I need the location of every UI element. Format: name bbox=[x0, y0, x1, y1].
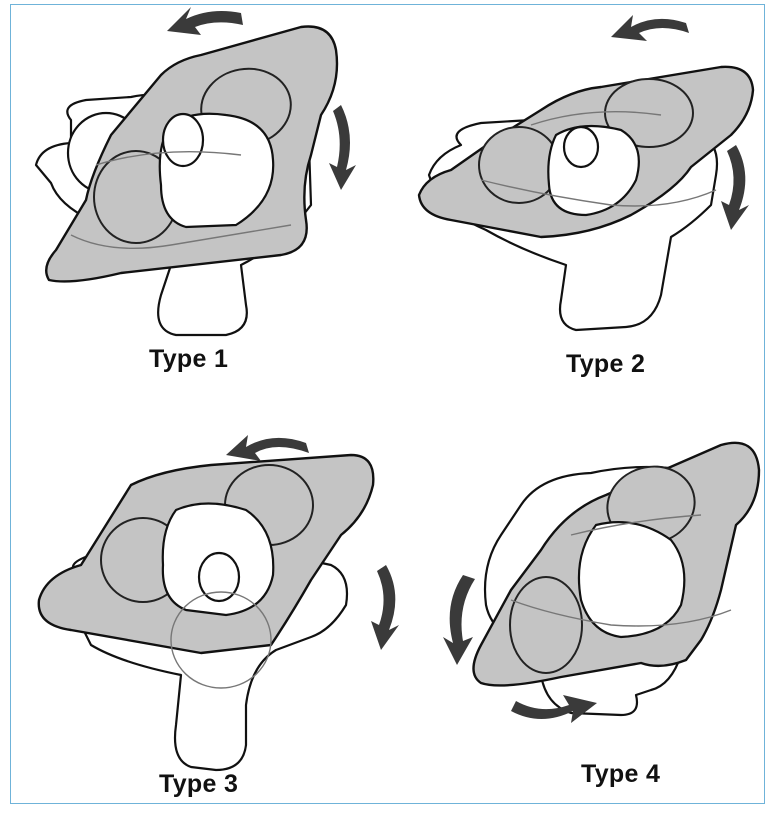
arrow-right bbox=[721, 145, 749, 230]
arrow-top bbox=[611, 15, 689, 41]
figure-frame: Type 1 Type 2 Type 3 bbox=[10, 4, 765, 804]
label-type-3: Type 3 bbox=[159, 770, 238, 799]
type-4-diagram bbox=[391, 415, 761, 805]
label-type-1: Type 1 bbox=[149, 345, 228, 374]
panel-type-3: Type 3 bbox=[11, 415, 391, 805]
dens bbox=[564, 127, 598, 167]
spinal-canal bbox=[579, 522, 684, 637]
upper-facet-left bbox=[479, 127, 559, 203]
label-type-4: Type 4 bbox=[581, 760, 660, 789]
upper-facet-left bbox=[510, 577, 582, 673]
type-2-diagram bbox=[391, 5, 761, 405]
arrow-left bbox=[443, 575, 475, 665]
type-3-diagram bbox=[11, 415, 391, 805]
arrow-right bbox=[329, 105, 356, 190]
panel-type-2: Type 2 bbox=[391, 5, 761, 405]
panel-type-4: Type 4 bbox=[391, 415, 761, 805]
arrow-top bbox=[226, 435, 309, 461]
dens bbox=[163, 114, 203, 166]
arrow-top bbox=[167, 7, 243, 35]
panel-type-1: Type 1 bbox=[11, 5, 371, 405]
label-type-2: Type 2 bbox=[566, 350, 645, 379]
